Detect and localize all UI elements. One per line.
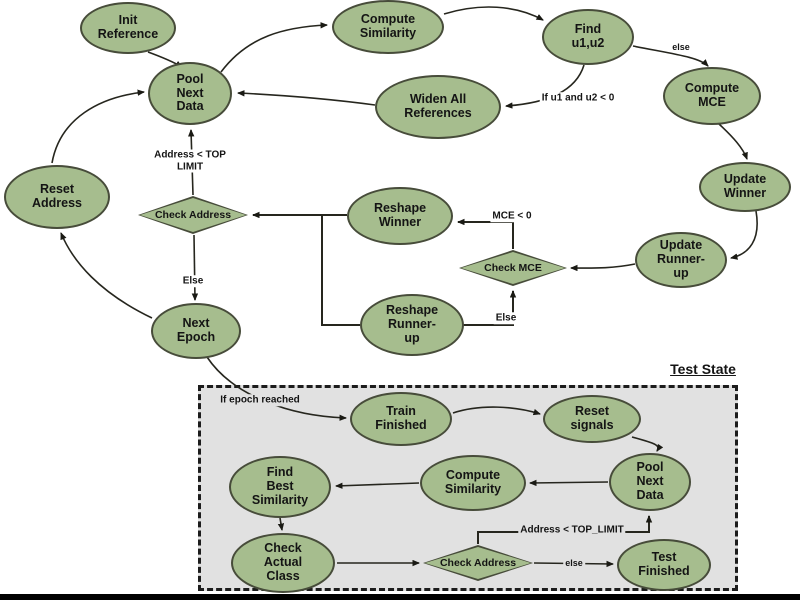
state-reshape-runnerup: Reshape Runner- up — [360, 294, 464, 356]
state-reshape-winner: Reshape Winner — [347, 187, 453, 245]
state-reset-address: Reset Address — [4, 165, 110, 229]
edge-find-best-to-check-actual — [277, 517, 285, 531]
decision-check-address-test: Check Address — [423, 545, 533, 581]
edge-compute-similarity-to-find — [443, 6, 544, 21]
state-pool-next-data-test: Pool Next Data — [609, 453, 691, 511]
edge-widen-to-pool — [237, 90, 376, 106]
decision-check-mce: Check MCE — [459, 250, 567, 286]
edge-label-else-find: else — [670, 41, 692, 53]
edge-update-runnerup-to-check-mce — [570, 263, 636, 272]
edge-label-address-top-limit-test: Address < TOP_LIMIT — [518, 524, 626, 536]
edge-reshape-runnerup-to-check-mce — [463, 290, 517, 326]
edge-label-if-u1-u2: If u1 and u2 < 0 — [539, 92, 617, 104]
edge-next-epoch-to-train-finished — [206, 356, 347, 421]
state-train-finished: Train Finished — [350, 392, 452, 446]
state-compute-similarity: Compute Similarity — [332, 0, 444, 54]
edge-reset-signals-to-pool-test — [631, 436, 664, 452]
state-find-u1u2: Find u1,u2 — [542, 9, 634, 65]
state-update-winner: Update Winner — [699, 162, 791, 212]
edge-reset-address-to-pool — [51, 89, 145, 164]
edge-label-else-test: else — [563, 557, 585, 569]
edge-train-finished-to-reset-signals — [452, 406, 541, 416]
edge-check-mce-to-reshape-winner — [457, 218, 514, 249]
edge-pool-test-to-compute-similarity-test — [529, 479, 609, 487]
edge-label-if-epoch-reached: If epoch reached — [218, 394, 302, 406]
edge-compute-similarity-test-to-find-best — [335, 482, 420, 489]
edge-label-else-check-address: Else — [180, 275, 206, 287]
edge-check-address-to-next-epoch — [191, 234, 199, 301]
state-widen-all-references: Widen All References — [375, 75, 501, 139]
edge-compute-mce-to-update-winner — [718, 123, 748, 160]
edge-label-mce-lt-zero: MCE < 0 — [490, 210, 534, 222]
test-state-title: Test State — [670, 361, 736, 377]
state-check-actual-class: Check Actual Class — [231, 533, 335, 593]
edge-update-winner-to-update-runnerup — [730, 210, 758, 260]
state-compute-mce: Compute MCE — [663, 67, 761, 125]
state-pool-next-data: Pool Next Data — [148, 62, 232, 125]
edge-label-address-top-limit: Address < TOP LIMIT — [152, 149, 228, 173]
state-reset-signals: Reset signals — [543, 395, 641, 443]
state-find-best-similarity: Find Best Similarity — [229, 456, 331, 518]
edge-label-else-check-mce: Else — [493, 312, 519, 324]
edge-reshape-runnerup-junction — [321, 215, 360, 326]
edge-next-epoch-to-reset-address — [60, 232, 153, 319]
edge-pool-to-compute-similarity — [220, 22, 328, 73]
decision-check-address: Check Address — [138, 196, 248, 234]
state-init-reference: Init Reference — [80, 2, 176, 54]
state-test-finished: Test Finished — [617, 539, 711, 591]
bottom-black-bar — [0, 594, 800, 600]
state-next-epoch: Next Epoch — [151, 303, 241, 359]
edge-find-to-compute-mce — [632, 45, 709, 67]
state-update-runnerup: Update Runner- up — [635, 232, 727, 288]
state-compute-similarity-test: Compute Similarity — [420, 455, 526, 511]
